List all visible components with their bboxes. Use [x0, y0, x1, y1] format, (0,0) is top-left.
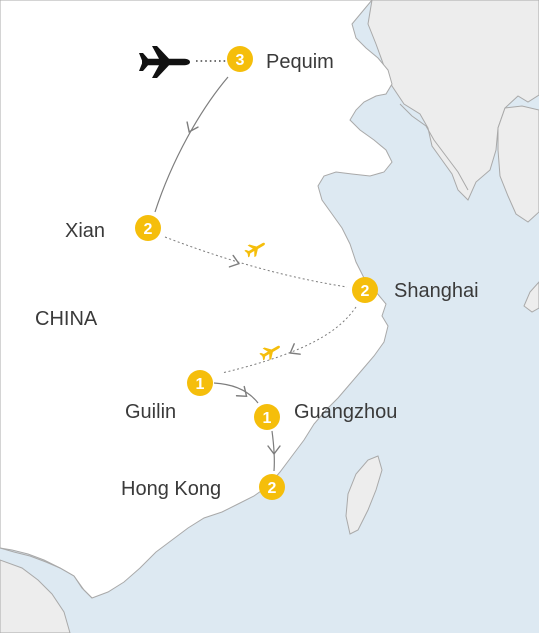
arrow-icon	[186, 121, 199, 133]
stop-marker: 1	[187, 370, 213, 396]
marker-circle	[135, 215, 161, 241]
stop-marker: 3	[227, 46, 253, 72]
vietnam-landmass	[0, 559, 71, 633]
marker-circle	[259, 474, 285, 500]
nights-count: 2	[144, 221, 153, 238]
stop-marker: 2	[352, 277, 378, 303]
taiwan-island	[345, 455, 383, 535]
marker-circle	[227, 46, 253, 72]
country-label: CHINA	[35, 308, 98, 330]
arrow-icon	[235, 385, 248, 398]
arrow-icon	[228, 254, 241, 268]
stop-marker: 2	[259, 474, 285, 500]
nights-count: 1	[196, 376, 205, 393]
marker-circle	[254, 404, 280, 430]
marker-circle	[187, 370, 213, 396]
route-leg-ground	[213, 382, 259, 404]
nights-count: 2	[268, 480, 277, 497]
marker-circle	[352, 277, 378, 303]
city-label: Hong Kong	[121, 478, 221, 500]
stop-marker: 2	[135, 215, 161, 241]
icon-layer	[139, 46, 301, 456]
stop-marker: 1	[254, 404, 280, 430]
china-vietnam-border	[0, 547, 93, 599]
city-label: Pequim	[266, 51, 334, 73]
china-north-korea-border	[399, 103, 469, 191]
route-leg-flight	[164, 236, 348, 288]
city-label: Guilin	[125, 401, 176, 423]
nights-count: 3	[236, 52, 245, 69]
city-label: Xian	[65, 220, 105, 242]
korea-peninsula-landmass	[497, 105, 539, 223]
nights-count: 1	[263, 410, 272, 427]
arrow-icon	[289, 343, 301, 355]
city-label: Shanghai	[394, 280, 479, 302]
route-layer	[154, 60, 357, 472]
route-leg-flight	[221, 306, 357, 374]
china-landmass	[0, 0, 393, 599]
nights-count: 2	[361, 283, 370, 300]
arrow-icon	[267, 445, 281, 456]
route-leg-ground	[154, 76, 229, 213]
japan-island	[523, 281, 539, 313]
route-leg-ground	[271, 430, 275, 472]
city-label: Guangzhou	[294, 401, 397, 423]
